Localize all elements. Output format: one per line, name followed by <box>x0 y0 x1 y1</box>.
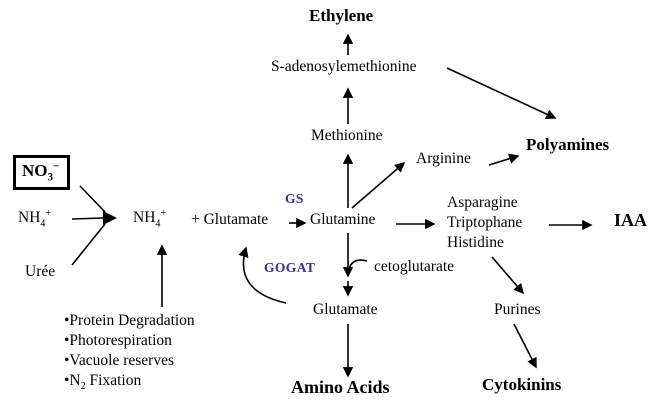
node-cytokinins: Cytokinins <box>482 375 562 394</box>
node-purines: Purines <box>494 301 541 318</box>
source-vacuole-reserves: •Vacuole reserves <box>64 352 174 369</box>
node-amino-acids: Amino Acids <box>291 377 390 397</box>
node-glutamate: Glutamate <box>313 301 378 318</box>
node-cetoglutarate: cetoglutarate <box>374 258 455 275</box>
curve-gogat-return <box>238 246 287 304</box>
arrow-arginine-to-polyamines <box>488 153 520 166</box>
node-asparagine: Asparagine <box>447 194 518 211</box>
node-arginine: Arginine <box>416 150 471 167</box>
source-photorespiration: •Photorespiration <box>64 332 172 349</box>
node-no3: NO3− <box>22 160 60 184</box>
arrow-histidine-to-purines <box>491 256 525 295</box>
node-glutamine: Glutamine <box>310 211 376 228</box>
enzyme-gogat: GOGAT <box>264 260 316 275</box>
source-protein-degradation: •Protein Degradation <box>64 312 195 329</box>
node-polyamines: Polyamines <box>526 135 610 154</box>
enzyme-gs: GS <box>285 191 304 206</box>
node-histidine: Histidine <box>447 234 504 251</box>
curve-cetoglutarate-join <box>347 259 368 272</box>
node-nh4-source: NH4+ <box>18 208 52 230</box>
hub-arrowhead <box>103 211 117 225</box>
ammonium-sources-list: •Protein Degradation •Photorespiration •… <box>64 311 195 397</box>
node-iaa: IAA <box>614 210 648 230</box>
line-no3-to-hub <box>79 185 106 213</box>
arrow-purines-to-cytokinins <box>513 323 537 369</box>
arrow-glutamine-to-arginine <box>351 161 406 209</box>
line-uree-to-hub <box>71 223 106 266</box>
node-amino-group: Asparagine Triptophane Histidine <box>447 193 522 253</box>
nitrate-box: NO3− <box>13 155 71 190</box>
node-uree: Urée <box>25 263 56 280</box>
line-nh4-to-hub <box>71 217 104 220</box>
node-s-adenosylemethionine: S-adenosylemethionine <box>271 58 417 75</box>
arrow-sam-to-polyamines <box>446 67 557 120</box>
node-methionine: Methionine <box>311 127 383 144</box>
source-n2-fixation: •N2 Fixation <box>64 372 142 393</box>
node-nh4-main: NH4+ <box>133 208 167 230</box>
node-ethylene: Ethylene <box>309 6 374 25</box>
node-plus-glutamate: + Glutamate <box>191 211 269 228</box>
node-triptophane: Triptophane <box>447 214 523 231</box>
